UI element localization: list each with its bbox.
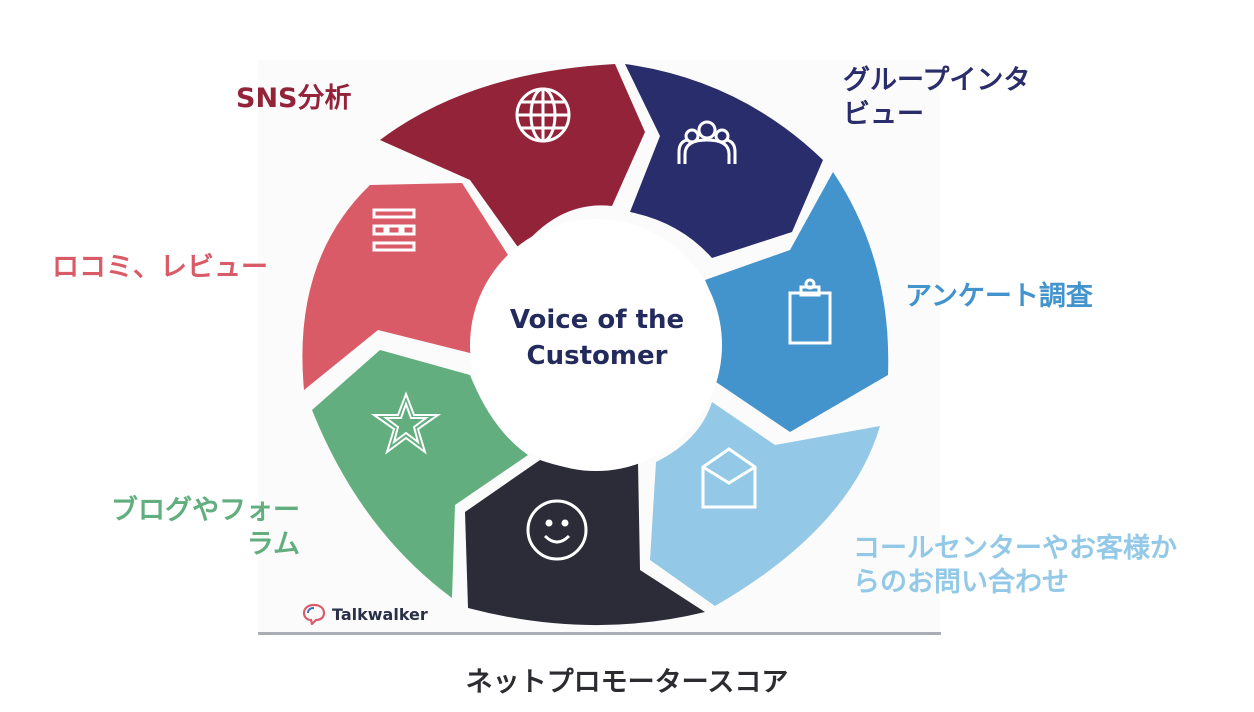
- label-call-center: コールセンターやお客様か らのお問い合わせ: [853, 532, 1177, 600]
- label-survey: アンケート調査: [905, 281, 1093, 312]
- brand-name: Talkwalker: [332, 604, 428, 624]
- clipboard-icon: [788, 278, 832, 345]
- center-title-line2: Customer: [526, 341, 668, 371]
- label-group-interview-line1: グループインタ: [843, 65, 1031, 96]
- envelope-icon: [701, 447, 757, 509]
- center-title: Voice of the Customer: [472, 302, 722, 374]
- segment-reviews: [302, 183, 508, 390]
- label-blogs-line2: ラム: [246, 529, 300, 560]
- group-icon: [677, 120, 737, 164]
- globe-icon: [515, 87, 571, 143]
- segment-group-interview: [625, 64, 823, 258]
- segment-sns: [380, 64, 645, 250]
- list-icon: [372, 208, 416, 252]
- label-blogs: ブログやフォー ラム: [100, 494, 300, 562]
- segment-call-center: [650, 402, 880, 606]
- segment-survey: [705, 172, 889, 432]
- label-group-interview-line2: ビュー: [843, 99, 924, 130]
- talkwalker-logo-icon: [302, 603, 326, 625]
- label-call-center-line1: コールセンターやお客様か: [853, 533, 1177, 564]
- panel-bottom-rule: [258, 632, 941, 635]
- brand-logo: Talkwalker: [302, 603, 428, 625]
- label-sns: SNS分析: [236, 83, 352, 114]
- center-circle: [470, 219, 722, 471]
- star-icon: [370, 391, 442, 455]
- label-nps: ネットプロモータースコア: [465, 667, 789, 698]
- label-blogs-line1: ブログやフォー: [111, 495, 300, 526]
- smiley-icon: [526, 499, 588, 561]
- center-title-line1: Voice of the: [509, 305, 685, 335]
- label-call-center-line2: らのお問い合わせ: [853, 567, 1069, 598]
- label-group-interview: グループインタ ビュー: [843, 64, 1030, 132]
- segment-blogs: [312, 350, 528, 598]
- label-reviews: ロコミ、レビュー: [52, 252, 268, 283]
- segment-nps: [465, 460, 705, 626]
